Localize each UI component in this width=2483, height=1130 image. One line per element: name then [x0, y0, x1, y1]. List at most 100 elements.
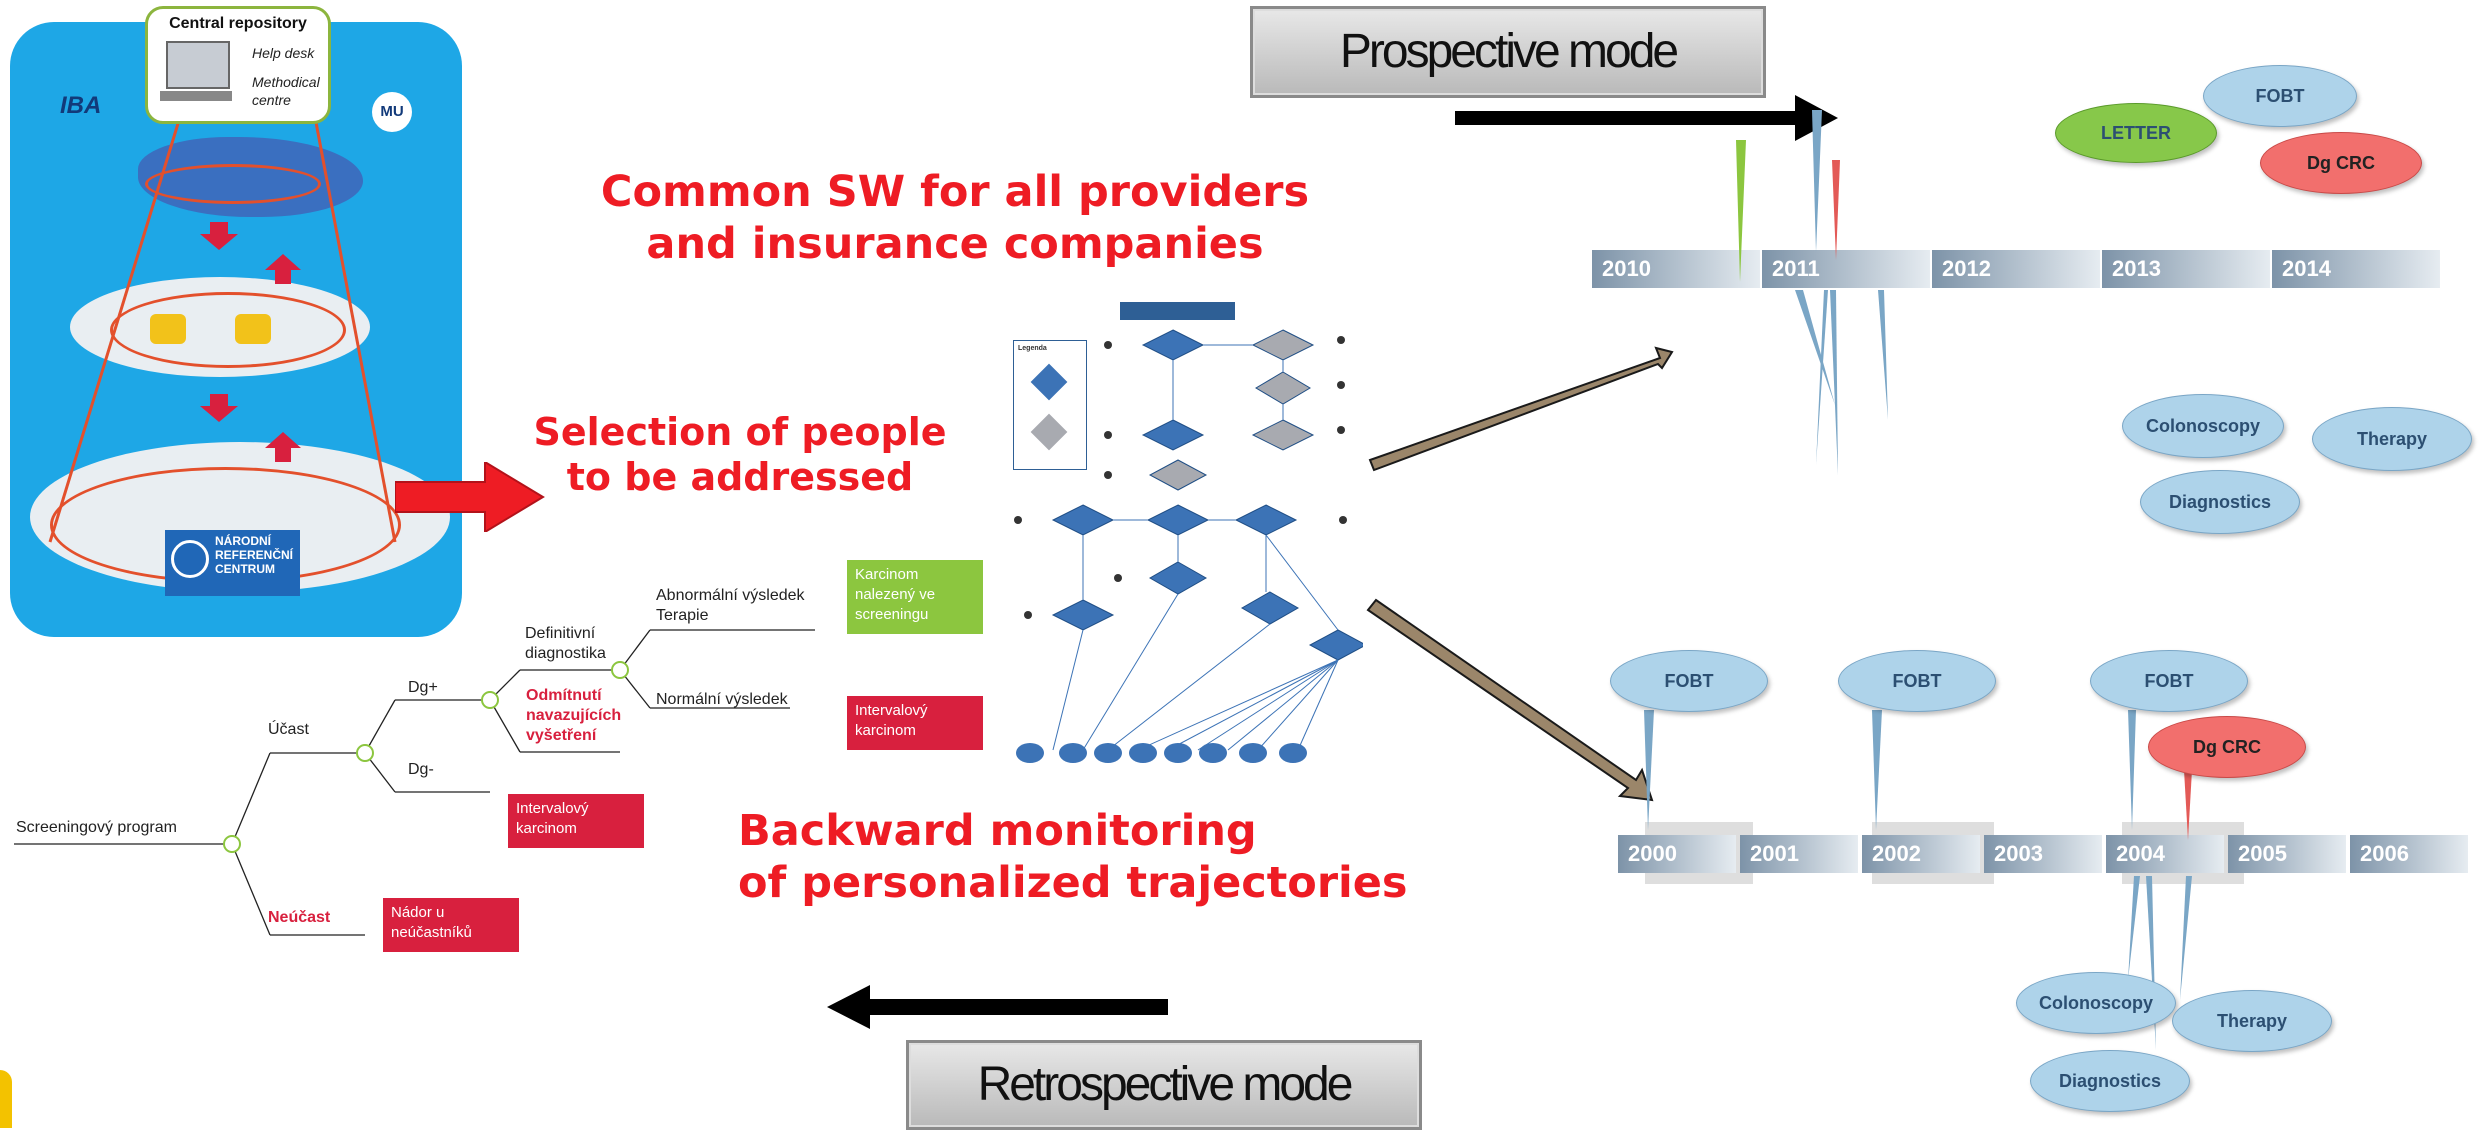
year-segment: 2001: [1740, 835, 1858, 873]
flowchart-decision: [1148, 459, 1208, 491]
retrospective-mode-box: Retrospective mode: [906, 1040, 1422, 1130]
map-layer-middle-ring: [110, 292, 346, 368]
flowchart-decision: [1255, 371, 1311, 405]
flowchart-outcome: [1164, 743, 1192, 763]
flowchart-legend: Legenda: [1013, 340, 1087, 470]
flowchart-title-box: [1120, 302, 1235, 320]
flowchart-outcome: [1239, 743, 1267, 763]
nrc-line2: REFERENČNÍ: [215, 548, 294, 562]
bubble-colonoscopy: Colonoscopy: [2122, 394, 2284, 458]
bubble-fobt-2002: FOBT: [1838, 650, 1996, 712]
bubble-dg-crc: Dg CRC: [2260, 132, 2422, 194]
flowchart-decision: [1051, 599, 1115, 631]
flowchart-decision: [1148, 561, 1208, 595]
prospective-timeline: 2010 2011 2012 2013 2014: [1592, 250, 2442, 290]
tree-node: [356, 744, 374, 762]
tree-neucast-label: Neúčast: [268, 909, 331, 926]
flowchart-outcome: [1129, 743, 1157, 763]
tree-node: [611, 661, 629, 679]
flowchart-outcome: [1094, 743, 1122, 763]
flowchart-decision: [1141, 419, 1205, 451]
bubble-diagnostics-retro: Diagnostics: [2030, 1050, 2190, 1112]
year-segment: 2005: [2228, 835, 2346, 873]
flowchart-end: [1337, 381, 1345, 389]
up-arrow-icon: [265, 254, 301, 284]
flowchart-decision: [1251, 329, 1315, 361]
bubble-fobt-2000: FOBT: [1610, 650, 1768, 712]
retrospective-arrow-icon: [827, 985, 1168, 1029]
year-segment: 2002: [1862, 835, 1980, 873]
flowchart-end: [1114, 574, 1122, 582]
tree-dg-minus-label: Dg-: [408, 761, 434, 778]
retrospective-pointers: [1644, 710, 2192, 1050]
year-segment: 2011: [1762, 250, 1930, 288]
flowchart-decision: [1240, 591, 1300, 625]
keyboard-icon: [160, 91, 232, 101]
year-segment: 2012: [1932, 250, 2100, 288]
up-arrow-icon: [265, 432, 301, 462]
year-segment: 2010: [1592, 250, 1760, 288]
flowchart-decision: [1308, 629, 1363, 661]
nrc-line3: CENTRUM: [215, 562, 275, 576]
nrc-line1: NÁRODNÍ: [215, 534, 271, 548]
year-segment: 2013: [2102, 250, 2270, 288]
trajectory-arrows: [1366, 346, 1674, 802]
flowchart-decision: [1251, 419, 1315, 451]
flowchart-end: [1104, 341, 1112, 349]
tree-node: [481, 691, 499, 709]
year-segment: 2000: [1618, 835, 1736, 873]
legend-diamond-gray: [1030, 413, 1068, 451]
panel-overlay: [48, 116, 397, 543]
flowchart-end: [1104, 431, 1112, 439]
common-sw-heading: Common SW for all providers and insuranc…: [600, 167, 1310, 269]
bubble-colonoscopy-retro: Colonoscopy: [2016, 972, 2176, 1034]
insurance-icon-1: [150, 314, 186, 344]
prospective-mode-box: Prospective mode: [1250, 6, 1766, 98]
bubble-diagnostics: Diagnostics: [2140, 470, 2300, 534]
tree-dg-plus-label: Dg+: [408, 679, 438, 696]
legend-diamond-blue: [1030, 363, 1068, 401]
flowchart-decision: [1051, 504, 1115, 536]
flowchart-end: [1104, 471, 1112, 479]
flowchart-end: [1337, 426, 1345, 434]
tree-node: [223, 835, 241, 853]
tree-root-label: Screeningový program: [16, 819, 177, 836]
flowchart-outcome: [1199, 743, 1227, 763]
flowchart-legend-label: Legenda: [1018, 345, 1047, 352]
backward-heading: Backward monitoring of personalized traj…: [738, 806, 1408, 908]
year-segment: 2003: [1984, 835, 2102, 873]
repository-title: Central repository: [169, 15, 307, 32]
decision-tree-lines: [14, 629, 815, 936]
prospective-pointers: [1736, 110, 1888, 475]
flowchart-outcome: [1059, 743, 1087, 763]
map-layer-top-ring: [145, 164, 321, 204]
nrc-emblem-icon: [171, 540, 209, 578]
bubble-therapy-retro: Therapy: [2172, 990, 2332, 1052]
bubble-dg-crc-retro: Dg CRC: [2148, 716, 2306, 778]
tree-ucast-label: Účast: [268, 721, 309, 738]
selection-arrow-icon: [395, 462, 545, 532]
insurance-icon-2: [235, 314, 271, 344]
flowchart-outcome: [1016, 743, 1044, 763]
flowchart-end: [1014, 516, 1022, 524]
flowchart-decision: [1146, 504, 1210, 536]
trajectory-flowchart: [1014, 302, 1363, 763]
up-right-arrow-icon: [1368, 346, 1674, 472]
bubble-fobt: FOBT: [2203, 65, 2357, 127]
tree-normalni-label: Normální výsledek: [656, 691, 788, 708]
flowchart-decision: [1141, 329, 1205, 361]
computer-icon: [166, 41, 230, 89]
retrospective-timeline: 2000 2001 2002 2003 2004 2005 2006: [1618, 835, 2468, 875]
down-arrow-icon: [200, 222, 238, 250]
nrc-logo: NÁRODNÍ REFERENČNÍ CENTRUM: [165, 530, 300, 596]
flowchart-outcome: [1279, 743, 1307, 763]
selection-heading: Selection of people to be addressed: [533, 410, 947, 499]
prospective-arrow-icon: [1455, 95, 1838, 141]
flowchart-end: [1024, 611, 1032, 619]
